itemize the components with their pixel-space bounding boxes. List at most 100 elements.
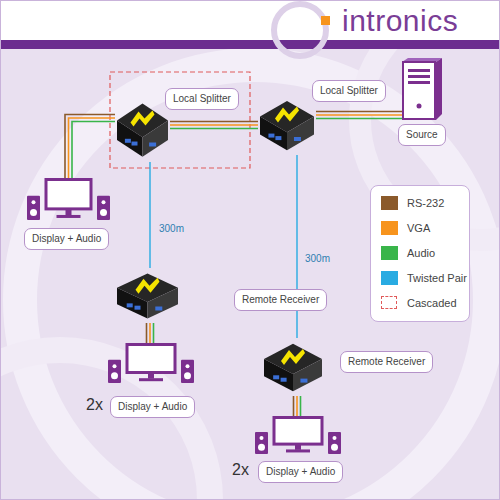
legend-text: RS-232 — [407, 196, 444, 210]
distance-label: 300m — [303, 252, 332, 266]
device-label: Local Splitter — [165, 88, 239, 110]
cable-strand — [149, 323, 151, 343]
device-node: 2xDisplay + Audio — [108, 343, 194, 383]
cable-strand — [65, 115, 115, 179]
cable-strand — [316, 118, 402, 120]
device-side — [117, 120, 143, 156]
speaker-cone — [333, 436, 337, 440]
device-node: Display + Audio — [27, 178, 110, 220]
legend-swatch — [381, 196, 398, 210]
device-port — [268, 134, 274, 138]
tower-icon — [402, 58, 442, 120]
device-label: Remote Receiver — [340, 351, 433, 373]
legend-swatch — [381, 221, 398, 235]
header-stripe — [0, 40, 500, 49]
device-label: Display + Audio — [110, 396, 195, 418]
device-node: Source — [402, 58, 442, 120]
device-side — [143, 120, 169, 156]
speaker-cone — [258, 444, 265, 451]
monitor-screen — [127, 345, 175, 373]
speaker-cone — [260, 436, 264, 440]
cable-connector — [65, 115, 115, 179]
background-circle — [20, 65, 490, 500]
monitor-stand — [295, 443, 301, 449]
legend-text: Cascaded — [407, 296, 457, 310]
device-side — [260, 117, 287, 151]
cable-strand — [170, 128, 258, 130]
legend-text: Audio — [407, 246, 435, 260]
device-label: Local Splitter — [312, 80, 386, 102]
speaker-cone — [184, 372, 191, 379]
speaker-cone — [113, 364, 117, 368]
device-port — [149, 143, 156, 147]
cable-strand — [170, 124, 258, 126]
legend-swatch — [381, 271, 398, 285]
cable-connector — [294, 396, 301, 416]
logo-text: intronics — [342, 5, 458, 37]
device-side — [293, 359, 322, 391]
quantity-label: 2x — [232, 461, 249, 479]
device-port — [127, 303, 133, 307]
speaker-cone — [102, 200, 106, 204]
quantity-label: 2x — [86, 396, 103, 414]
monitor-screen — [274, 418, 322, 445]
legend-text: Twisted Pair — [407, 271, 467, 285]
legend-row: Audio — [371, 242, 469, 267]
device-port — [155, 307, 162, 311]
speaker — [255, 432, 268, 454]
monitor-base — [286, 449, 310, 452]
speaker — [108, 360, 121, 383]
device-logo — [131, 110, 155, 126]
device-side — [148, 288, 179, 319]
device-node: Local Splitter — [115, 97, 170, 162]
display-icon — [27, 178, 110, 220]
cable-strand — [316, 111, 402, 113]
device-node: Remote Receiver — [262, 338, 324, 396]
drive-slot — [408, 75, 430, 78]
box-icon — [115, 268, 180, 323]
legend-dashed-swatch — [381, 296, 397, 309]
drive-slot — [408, 81, 430, 84]
drive-slot — [408, 69, 430, 72]
speaker-cone — [186, 364, 190, 368]
cable-strand — [170, 121, 258, 123]
device-port — [273, 375, 279, 379]
device-side — [117, 288, 148, 319]
cable-strand — [293, 396, 295, 416]
device-port — [275, 136, 281, 140]
speaker-cone — [100, 209, 107, 216]
header-band — [0, 0, 500, 40]
cable-connector — [147, 323, 154, 343]
speaker-cone — [111, 372, 118, 379]
legend-swatch — [381, 246, 398, 260]
device-port — [135, 306, 141, 310]
legend-row: RS-232 — [371, 192, 469, 217]
tower-side — [436, 58, 442, 120]
speaker-cone — [30, 209, 37, 216]
device-port — [132, 142, 138, 146]
box-icon — [115, 97, 170, 162]
monitor-base — [139, 378, 163, 381]
cable-strand — [69, 118, 116, 178]
device-port — [300, 379, 307, 383]
speaker — [97, 196, 110, 220]
tower-front — [403, 62, 435, 119]
monitor-screen — [46, 180, 91, 209]
background-circle — [0, 350, 210, 500]
cable-strand — [153, 323, 155, 343]
cable-connector — [170, 122, 258, 129]
cable-strand — [72, 122, 115, 179]
device-port — [294, 137, 301, 141]
distance-label: 300m — [157, 222, 186, 236]
device-label: Display + Audio — [24, 228, 109, 250]
cable-strand — [146, 323, 148, 343]
monitor-stand — [148, 372, 154, 379]
legend-row: Twisted Pair — [371, 267, 469, 292]
speaker — [328, 432, 341, 454]
device-node: Remote Receiver — [115, 268, 180, 323]
device-label: Display + Audio — [258, 461, 343, 483]
cable-connector — [316, 112, 402, 119]
legend-box: RS-232VGAAudioTwisted PairCascaded — [370, 185, 470, 322]
